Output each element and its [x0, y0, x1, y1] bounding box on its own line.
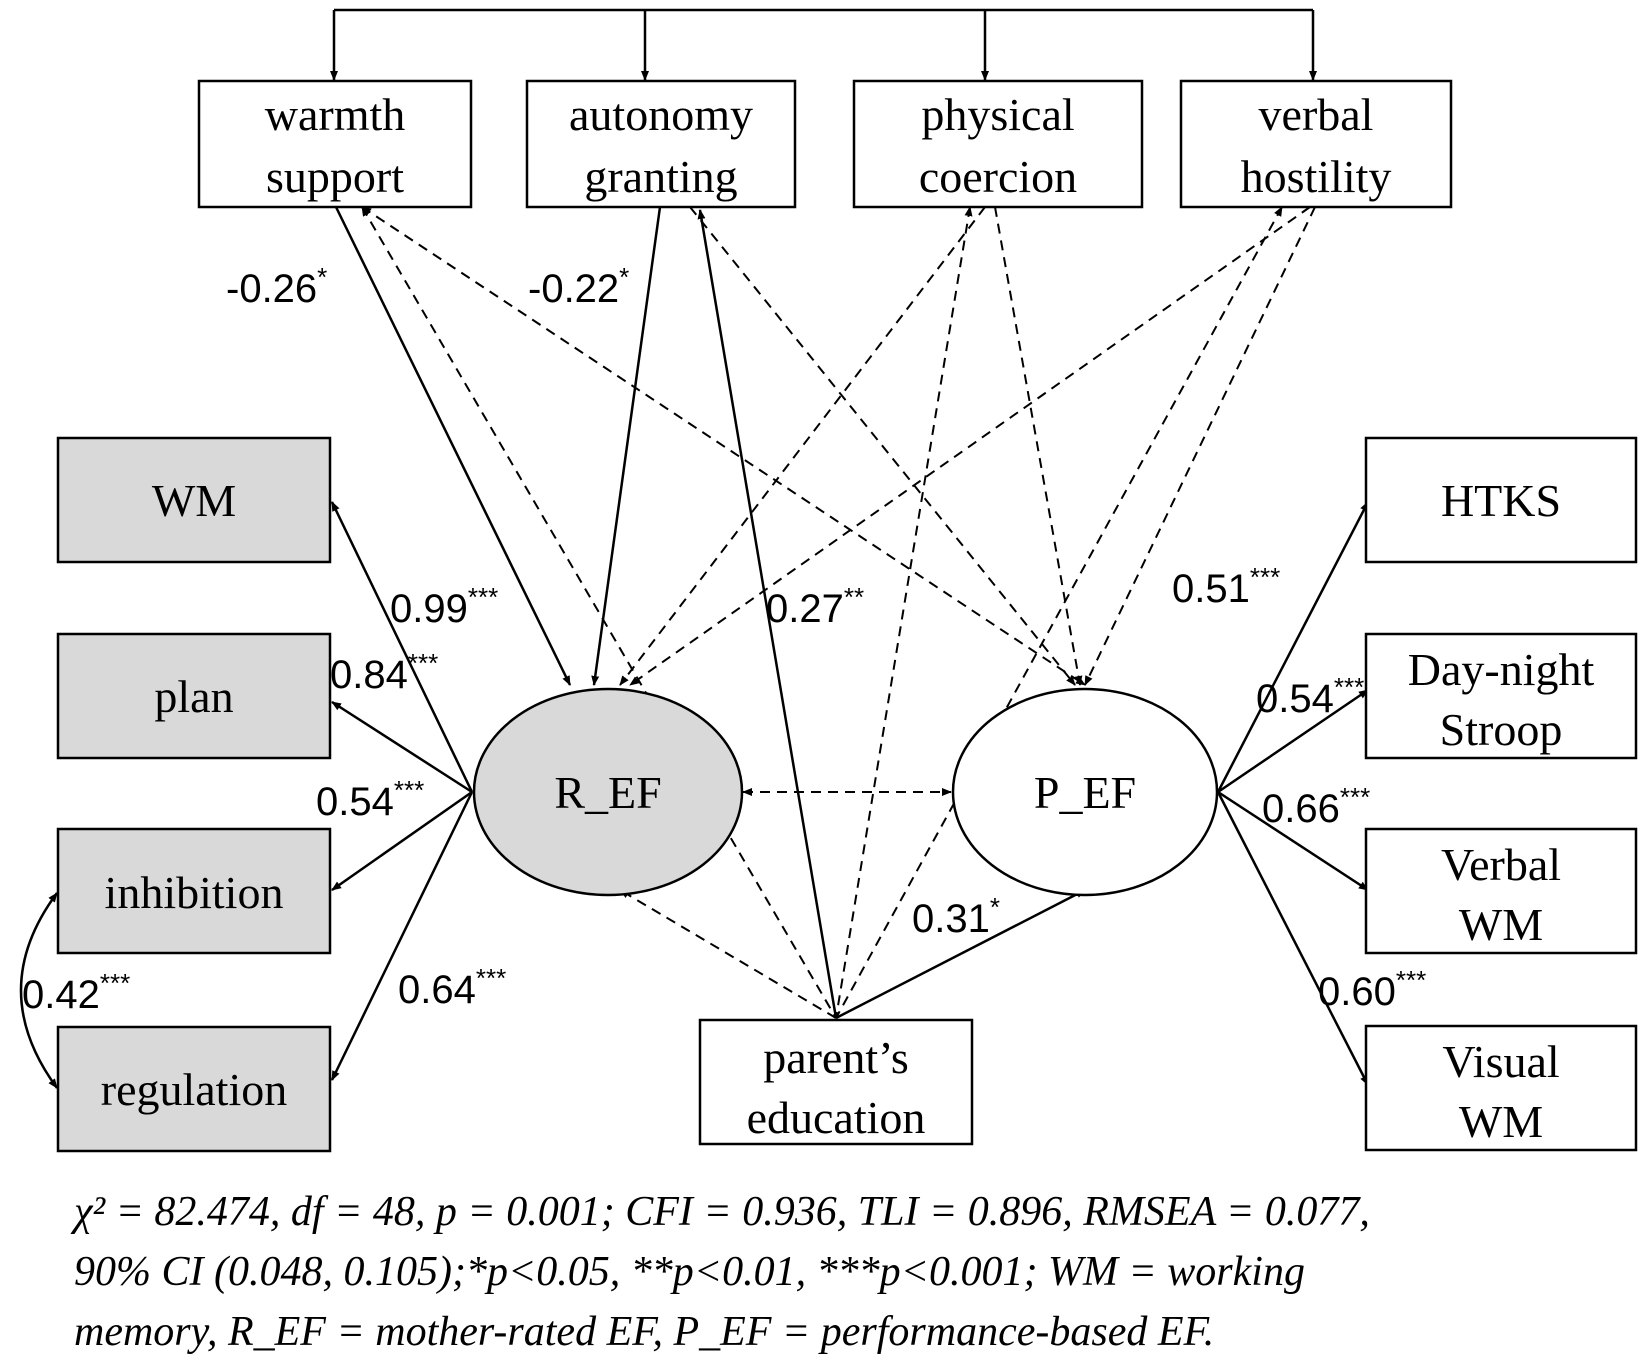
coef-ref-regulation: 0.64***: [398, 963, 506, 1012]
dashed-paths: [361, 206, 1316, 1019]
coef-pef-visualwm: 0.60***: [1318, 965, 1426, 1014]
footnote-line-3: memory, R_EF = mother-rated EF, P_EF = p…: [74, 1309, 1215, 1355]
path-warmth-parentedu: [361, 206, 837, 1019]
coefficient-labels: -0.26* -0.22* 0.99*** 0.84*** 0.54*** 0.…: [22, 262, 1426, 1017]
path-inhibition-regulation: [19, 892, 59, 1089]
path-warmth-pef: [361, 206, 1086, 686]
label-htks: HTKS: [1441, 475, 1561, 526]
label-wm: WM: [152, 475, 236, 526]
coef-ref-wm: 0.99***: [390, 582, 498, 631]
box-htks: HTKS: [1364, 436, 1638, 564]
path-pef-verbalwm: [1217, 790, 1369, 892]
path-pef-visualwm: [1216, 791, 1370, 1086]
label-p-ef: P_EF: [1034, 767, 1136, 818]
ellipse-p-ef: P_EF: [951, 687, 1219, 897]
coef-autonomy-ref: -0.22*: [528, 262, 629, 311]
path-ref-regulation: [330, 791, 474, 1081]
path-warmth-ref: [334, 206, 572, 686]
coef-warmth-ref: -0.26*: [226, 262, 327, 311]
path-ref-wm: [330, 501, 474, 793]
coef-parentedu-pef: 0.31*: [912, 892, 1000, 941]
path-ref-plan: [331, 700, 473, 794]
coef-parentedu-autonomy: 0.27**: [766, 582, 864, 631]
path-ref-inhibition: [331, 790, 473, 892]
box-regulation: regulation: [56, 1025, 332, 1153]
path-hostility-ref: [629, 206, 1311, 686]
box-wm: WM: [56, 436, 332, 564]
label-plan: plan: [154, 671, 233, 722]
label-inhibition: inhibition: [105, 867, 284, 918]
box-plan: plan: [56, 632, 332, 760]
coef-pef-htks: 0.51***: [1172, 562, 1280, 611]
path-physical-pef: [994, 206, 1083, 686]
path-physical-ref: [619, 206, 986, 686]
coef-pef-verbalwm: 0.66***: [1262, 782, 1370, 831]
ellipse-r-ef: R_EF: [472, 687, 744, 897]
footnote-line-1: χ² = 82.474, df = 48, p = 0.001; CFI = 0…: [74, 1189, 1370, 1235]
path-parentedu-autonomy: [697, 209, 838, 1019]
path-pef-htks: [1216, 501, 1370, 793]
path-pef-daynight: [1217, 688, 1369, 794]
path-hostility-parentedu: [835, 206, 1283, 1019]
box-inhibition: inhibition: [56, 827, 332, 955]
model-fit-footnote: χ² = 82.474, df = 48, p = 0.001; CFI = 0…: [74, 1182, 1634, 1362]
coef-inhibition-regulation: 0.42***: [22, 968, 130, 1017]
path-parentedu-ref: [619, 889, 837, 1019]
path-physical-parentedu: [835, 206, 973, 1019]
solid-paths: [19, 206, 1370, 1089]
path-autonomy-pef: [689, 206, 1076, 686]
path-autonomy-ref: [591, 206, 662, 686]
top-bracket: [330, 8, 1317, 81]
label-regulation: regulation: [101, 1064, 288, 1115]
footnote-line-2: 90% CI (0.048, 0.105);*p<0.05, **p<0.01,…: [74, 1249, 1305, 1295]
path-hostility-pef: [1084, 206, 1316, 686]
coef-pef-daynight: 0.54***: [1256, 672, 1364, 721]
label-r-ef: R_EF: [554, 767, 661, 818]
coef-ref-inhibition: 0.54***: [316, 775, 424, 824]
path-parentedu-pef: [835, 888, 1086, 1020]
coef-ref-plan: 0.84***: [330, 648, 438, 697]
